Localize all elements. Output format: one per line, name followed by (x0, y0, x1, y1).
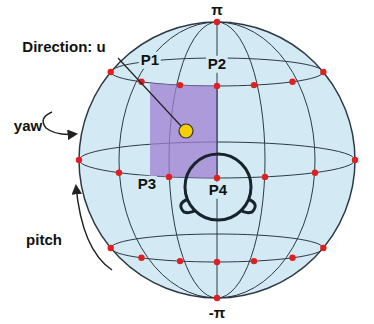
grid-dot (214, 259, 220, 265)
corner-label: P4 (207, 182, 229, 199)
grid-dot (116, 170, 122, 176)
grid-dot (214, 175, 220, 181)
grid-dot (108, 245, 114, 251)
grid-dot (352, 157, 358, 163)
grid-dot (108, 69, 114, 75)
grid-dot (251, 82, 257, 88)
axis-label: yaw (12, 118, 44, 135)
yaw-arrow (43, 112, 76, 134)
grid-dot (214, 19, 220, 25)
grid-dot (320, 245, 326, 251)
grid-dot (177, 82, 183, 88)
grid-dot (289, 79, 295, 85)
grid-dot (214, 295, 220, 301)
grid-dot (76, 157, 82, 163)
grid-lines (79, 22, 355, 298)
axis-label: pitch (24, 232, 64, 249)
grid-dot (289, 255, 295, 261)
pole-label: -π (207, 305, 227, 322)
pitch-arrow (76, 186, 112, 270)
corner-label: P3 (136, 176, 158, 193)
grid-dot (166, 174, 172, 180)
head-outline (181, 154, 255, 220)
corner-label: P1 (139, 52, 161, 69)
grid-dot (251, 258, 257, 264)
direction-dot (179, 124, 193, 138)
corner-label: P2 (206, 56, 228, 73)
grid-dot (312, 170, 318, 176)
grid-dot (214, 83, 220, 89)
grid-dot (138, 255, 144, 261)
grid-dot (177, 258, 183, 264)
patch-region (150, 83, 217, 178)
grid-dots (76, 19, 358, 301)
grid-dot (320, 69, 326, 75)
pole-label: π (209, 2, 224, 19)
grid-dot (262, 174, 268, 180)
sphere (79, 22, 355, 298)
callout-text: Direction: u (20, 39, 107, 56)
